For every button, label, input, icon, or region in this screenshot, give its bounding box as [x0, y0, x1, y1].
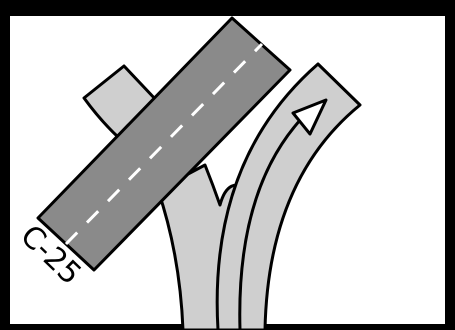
left-frame-bar [0, 0, 10, 330]
top-frame-bar [0, 0, 455, 16]
curved-branch-road [215, 62, 362, 330]
branch-lane-line [238, 116, 304, 330]
highway-road [36, 16, 292, 272]
right-frame-bar [445, 0, 455, 330]
direction-arrow-icon [291, 98, 328, 136]
